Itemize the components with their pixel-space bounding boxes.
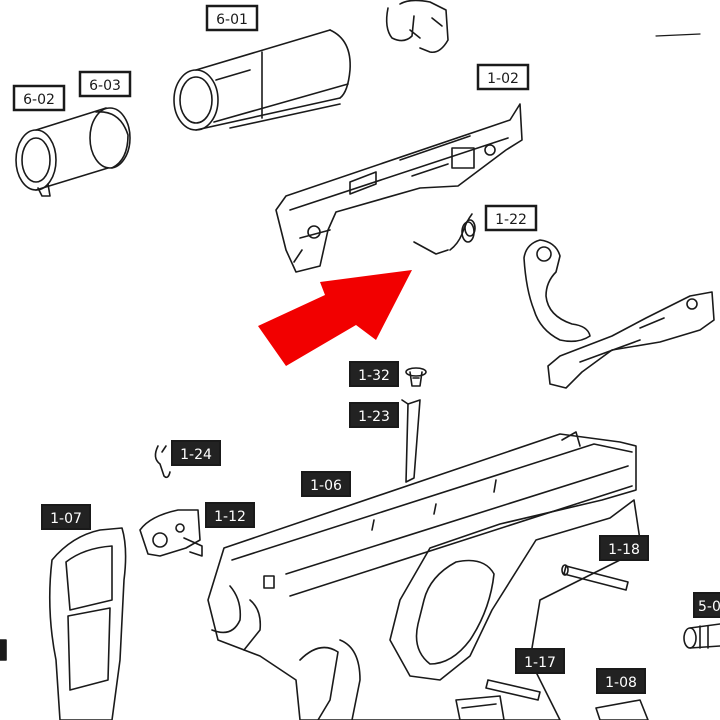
label-5-0: 5-0: [693, 592, 720, 618]
part-grip-panel: [48, 527, 127, 720]
label-1-23: 1-23: [349, 402, 399, 428]
part-top-clip: [385, 0, 449, 54]
svg-text:6-02: 6-02: [23, 92, 55, 108]
label-1-18: 1-18: [599, 535, 649, 561]
label-1-02: 1-02: [476, 63, 530, 91]
label-6-03: 6-03: [78, 70, 132, 98]
part-slide-frame: [275, 103, 523, 273]
part-barrel-tube: [173, 29, 351, 131]
svg-text:1-02: 1-02: [487, 71, 519, 87]
svg-text:1-12: 1-12: [214, 509, 246, 525]
highlight-arrow: [258, 270, 412, 366]
svg-text:1-08: 1-08: [605, 675, 637, 691]
svg-text:1-07: 1-07: [50, 511, 82, 527]
label-1-32: 1-32: [349, 361, 399, 387]
svg-text:1-24: 1-24: [180, 447, 212, 463]
part-main-frame: [207, 431, 641, 720]
label-1-06: 1-06: [301, 471, 351, 497]
part-spring: [413, 213, 476, 255]
part-screw-right: [683, 623, 720, 649]
label-6-01: 6-01: [205, 4, 259, 32]
label-1-17: 1-17: [515, 648, 565, 674]
label-1-07: 1-07: [41, 504, 91, 530]
part-screw: [405, 367, 427, 387]
part-small-clip: [154, 445, 171, 479]
svg-text:1-23: 1-23: [358, 409, 390, 425]
part-trigger: [523, 239, 715, 389]
part-pin-18: [561, 564, 629, 591]
label-1-08: 1-08: [596, 668, 646, 694]
svg-text:6-03: 6-03: [89, 78, 121, 94]
part-pin-long: [401, 399, 421, 483]
svg-text:5-0: 5-0: [698, 599, 720, 615]
svg-text:1-22: 1-22: [495, 212, 527, 228]
svg-text:6-01: 6-01: [216, 12, 248, 28]
part-block-08: [595, 699, 649, 720]
label-6-02: 6-02: [12, 84, 66, 112]
label-1-12: 1-12: [205, 502, 255, 528]
svg-text:1-17: 1-17: [524, 655, 556, 671]
part-pins-17: [455, 679, 541, 720]
part-lever: [139, 509, 203, 557]
label-1-24: 1-24: [171, 440, 221, 466]
label-1-22: 1-22: [484, 204, 538, 232]
svg-text:1-06: 1-06: [310, 478, 342, 494]
part-cylinder-small: [15, 107, 131, 197]
svg-text:1-18: 1-18: [608, 542, 640, 558]
svg-text:1-32: 1-32: [358, 368, 390, 384]
